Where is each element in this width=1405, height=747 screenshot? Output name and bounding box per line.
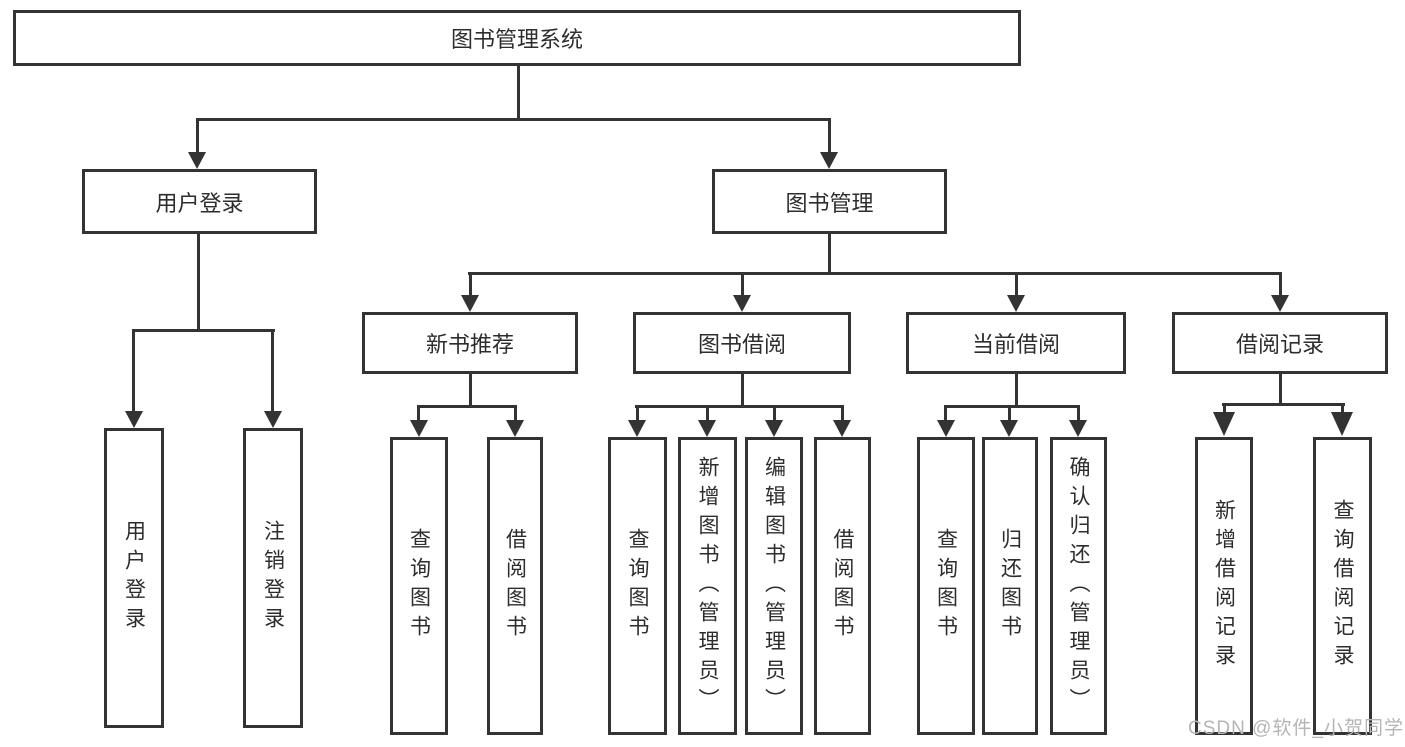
arrow-down-icon (1000, 420, 1018, 437)
watermark-text: CSDN @软件_小贺同学 (1188, 718, 1404, 739)
connector-line (1015, 374, 1018, 407)
connector-line (196, 118, 199, 154)
node-label: 图书借阅 (697, 332, 786, 357)
arrow-down-icon (1213, 412, 1235, 436)
node-label: 编辑图书（管理员） (762, 455, 786, 717)
node-new-book-recommend: 新书推荐 (362, 312, 578, 374)
connector-line (469, 272, 472, 296)
connector-line (828, 234, 831, 272)
arrow-down-icon (188, 152, 206, 169)
connector-line (196, 118, 831, 121)
node-current-borrowing: 当前借阅 (906, 312, 1126, 374)
node-library-system: 图书管理系统 (13, 10, 1021, 66)
arrow-down-icon (698, 420, 716, 437)
arrow-down-icon (628, 420, 646, 437)
connector-line (1223, 403, 1226, 415)
node-label: 查询图书 (934, 528, 958, 644)
node-label: 归还图书 (998, 528, 1022, 644)
node-add-borrow-record: 新增借阅记录 (1195, 437, 1253, 735)
connector-line (417, 405, 420, 421)
node-user-login-action: 用户登录 (104, 428, 164, 728)
connector-line (828, 118, 831, 154)
connector-line (635, 405, 844, 408)
connector-line (944, 405, 1080, 408)
connector-line (469, 374, 472, 407)
node-borrow-books-2: 借阅图书 (814, 437, 871, 735)
connector-line (197, 234, 200, 329)
node-logout-action: 注销登录 (243, 428, 303, 728)
arrow-down-icon (1331, 412, 1353, 436)
node-label: 查询图书 (626, 528, 649, 644)
connector-line (1341, 403, 1344, 415)
connector-line (1008, 405, 1011, 421)
node-label: 借阅图书 (503, 528, 527, 644)
node-label: 新增图书（管理员） (696, 455, 719, 717)
arrow-down-icon (461, 295, 479, 312)
node-borrowing-records: 借阅记录 (1172, 312, 1388, 374)
connector-line (636, 405, 639, 421)
arrow-down-icon (1007, 295, 1025, 312)
connector-line (1222, 403, 1345, 406)
arrow-down-icon (1069, 420, 1087, 437)
node-edit-book-admin: 编辑图书（管理员） (745, 437, 803, 735)
node-label: 确认归还（管理员） (1067, 455, 1090, 717)
arrow-down-icon (264, 411, 282, 428)
connector-line (468, 272, 1282, 275)
connector-line (517, 66, 520, 118)
arrow-down-icon (733, 295, 751, 312)
node-borrow-books-1: 借阅图书 (487, 437, 543, 735)
arrow-down-icon (1271, 295, 1289, 312)
arrow-down-icon (833, 420, 851, 437)
arrow-down-icon (125, 411, 143, 428)
connector-line (944, 405, 947, 421)
node-label: 图书管理 (785, 190, 874, 216)
connector-line (706, 405, 709, 421)
arrow-down-icon (506, 420, 524, 437)
node-confirm-return-admin: 确认归还（管理员） (1050, 437, 1107, 735)
node-label: 用户登录 (122, 520, 146, 636)
node-query-books-2: 查询图书 (608, 437, 667, 735)
node-label: 用户登录 (155, 190, 244, 216)
connector-line (741, 374, 744, 407)
node-label: 新书推荐 (425, 332, 514, 357)
connector-line (271, 329, 274, 412)
node-label: 图书管理系统 (450, 27, 583, 52)
arrow-down-icon (410, 420, 428, 437)
node-label: 借阅图书 (831, 528, 854, 644)
connector-line (132, 329, 275, 332)
connector-line (1077, 405, 1080, 421)
arrow-down-icon (937, 420, 955, 437)
node-book-borrowing: 图书借阅 (633, 312, 851, 374)
node-label: 查询图书 (407, 528, 431, 644)
node-label: 当前借阅 (971, 332, 1060, 357)
node-label: 借阅记录 (1235, 332, 1324, 357)
node-label: 新增借阅记录 (1212, 499, 1236, 673)
node-query-books-3: 查询图书 (917, 437, 975, 735)
connector-line (514, 405, 517, 421)
node-label: 查询借阅记录 (1331, 499, 1354, 673)
connector-line (841, 405, 844, 421)
node-book-management: 图书管理 (712, 169, 947, 234)
node-return-book: 归还图书 (982, 437, 1038, 735)
connector-line (1279, 374, 1282, 405)
connector-line (132, 329, 135, 412)
connector-line (773, 405, 776, 421)
connector-line (1015, 272, 1018, 296)
node-user-login: 用户登录 (82, 169, 317, 234)
connector-line (1279, 272, 1282, 296)
node-label: 注销登录 (261, 520, 285, 636)
arrow-down-icon (765, 420, 783, 437)
node-query-books-1: 查询图书 (390, 437, 448, 735)
node-query-borrow-record: 查询借阅记录 (1313, 437, 1372, 735)
connector-line (417, 405, 517, 408)
node-add-book-admin: 新增图书（管理员） (678, 437, 737, 735)
arrow-down-icon (820, 152, 838, 169)
connector-line (741, 272, 744, 296)
